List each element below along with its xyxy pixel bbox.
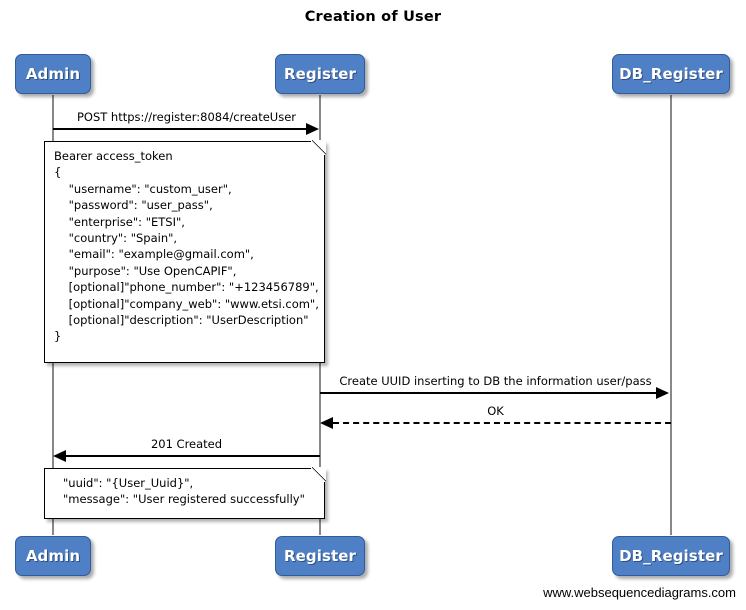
note-response-body: "uuid": "{User_Uuid}", "message": "User …	[44, 467, 326, 519]
actor-box-db-register-top[interactable]: DB_Register	[612, 54, 730, 94]
watermark-link: www.websequencediagrams.com	[543, 585, 736, 600]
note-request-body: Bearer access_token { "username": "custo…	[44, 140, 326, 363]
actor-label-register-top: Register	[283, 65, 357, 83]
actor-box-register-bottom[interactable]: Register	[275, 536, 365, 576]
note-request-body-text: Bearer access_token { "username": "custo…	[54, 149, 319, 344]
actor-label-register-bottom: Register	[283, 547, 357, 565]
page-title: Creation of User	[304, 9, 442, 25]
message-arrowhead-create-uuid	[656, 387, 669, 399]
message-line-ok	[333, 422, 671, 424]
message-label-post-create-user: POST https://register:8084/createUser	[76, 110, 297, 124]
message-arrowhead-post-create-user	[306, 123, 319, 135]
actor-box-admin-bottom[interactable]: Admin	[15, 536, 91, 576]
message-arrowhead-ok	[320, 417, 333, 429]
actor-label-admin-top: Admin	[25, 65, 81, 83]
actor-box-db-register-bottom[interactable]: DB_Register	[612, 536, 730, 576]
note-fold-icon-2	[312, 467, 326, 481]
lifeline-db-register	[670, 95, 672, 535]
message-label-201-created: 201 Created	[150, 437, 223, 451]
message-arrowhead-201-created	[53, 450, 66, 462]
actor-box-register-top[interactable]: Register	[275, 54, 365, 94]
message-line-create-uuid	[320, 392, 657, 394]
message-line-post-create-user	[53, 128, 307, 130]
actor-label-db-register-top: DB_Register	[619, 65, 723, 83]
actor-box-admin-top[interactable]: Admin	[15, 54, 91, 94]
actor-label-db-register-bottom: DB_Register	[619, 547, 723, 565]
message-label-ok: OK	[487, 404, 504, 418]
note-fold-icon	[312, 140, 326, 154]
actor-label-admin-bottom: Admin	[25, 547, 81, 565]
message-label-create-uuid: Create UUID inserting to DB the informat…	[339, 374, 652, 388]
message-line-201-created	[66, 455, 320, 457]
note-response-body-text: "uuid": "{User_Uuid}", "message": "User …	[63, 476, 305, 507]
